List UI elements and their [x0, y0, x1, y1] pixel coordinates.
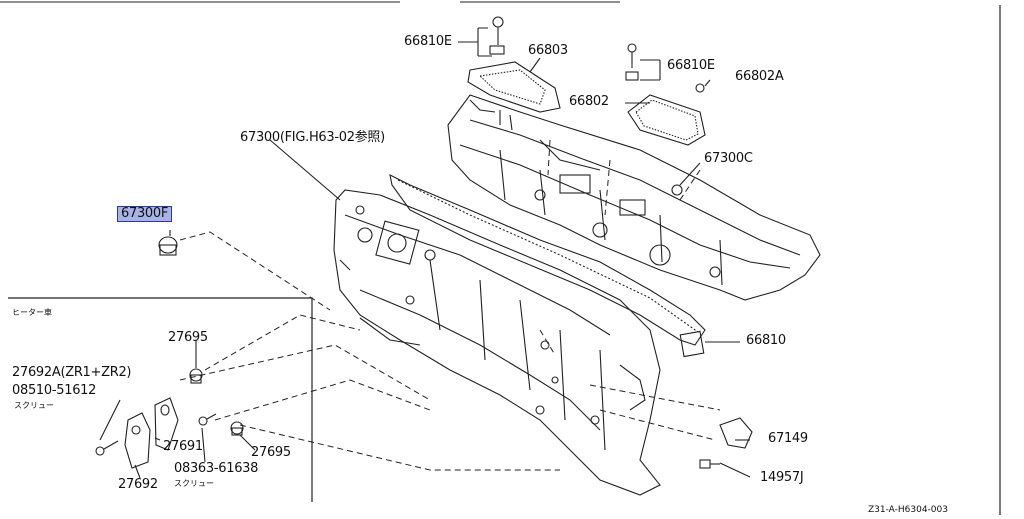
cowl-top-panel	[447, 94, 821, 301]
cover-67149	[719, 417, 753, 449]
label-66810: 66810	[746, 333, 786, 348]
label-screw-a: スクリュー	[14, 401, 54, 410]
label-67300C: 67300C	[704, 151, 753, 166]
screw-08510-51612	[95, 440, 119, 456]
inset-title: ヒーター車	[12, 308, 52, 317]
bracket-27692	[124, 412, 151, 469]
label-27691: 27691	[163, 439, 203, 454]
label-screw-b: スクリュー	[174, 479, 214, 488]
label-67149: 67149	[768, 431, 808, 446]
seal-strip	[389, 174, 706, 358]
grommet-27695-a	[189, 368, 203, 384]
label-67300F-highlighted[interactable]: 67300F	[117, 206, 173, 222]
label-66803: 66803	[528, 43, 568, 58]
cowl-grille-66803	[467, 61, 561, 113]
label-27692A: 27692A(ZR1+ZR2)	[12, 365, 132, 380]
label-66802: 66802	[569, 94, 609, 109]
cowl-grille-66802	[627, 94, 706, 146]
grommet-27695-b	[230, 421, 244, 436]
label-14957J: 14957J	[760, 470, 804, 485]
screw-08363-61638	[198, 413, 217, 426]
screw-66810E-top	[489, 16, 505, 55]
label-66810E-top: 66810E	[404, 34, 452, 49]
label-66810E-right: 66810E	[667, 58, 715, 73]
label-66802A: 66802A	[735, 69, 784, 84]
label-27695-b: 27695	[251, 445, 291, 460]
reference-code: Z31-A-H6304-003	[868, 505, 948, 515]
inset-box	[8, 297, 313, 502]
dash-panel	[333, 189, 661, 496]
label-08510-51612: 08510-51612	[12, 383, 97, 398]
screw-66810E-right	[625, 43, 705, 93]
label-67300-fig: 67300(FIG.H63-02参照)	[240, 130, 385, 145]
label-27695-a: 27695	[168, 330, 208, 345]
clip-67300F	[158, 230, 178, 256]
screw-14957J	[699, 459, 720, 469]
label-27692: 27692	[118, 477, 158, 492]
label-08363-61638: 08363-61638	[174, 461, 259, 476]
